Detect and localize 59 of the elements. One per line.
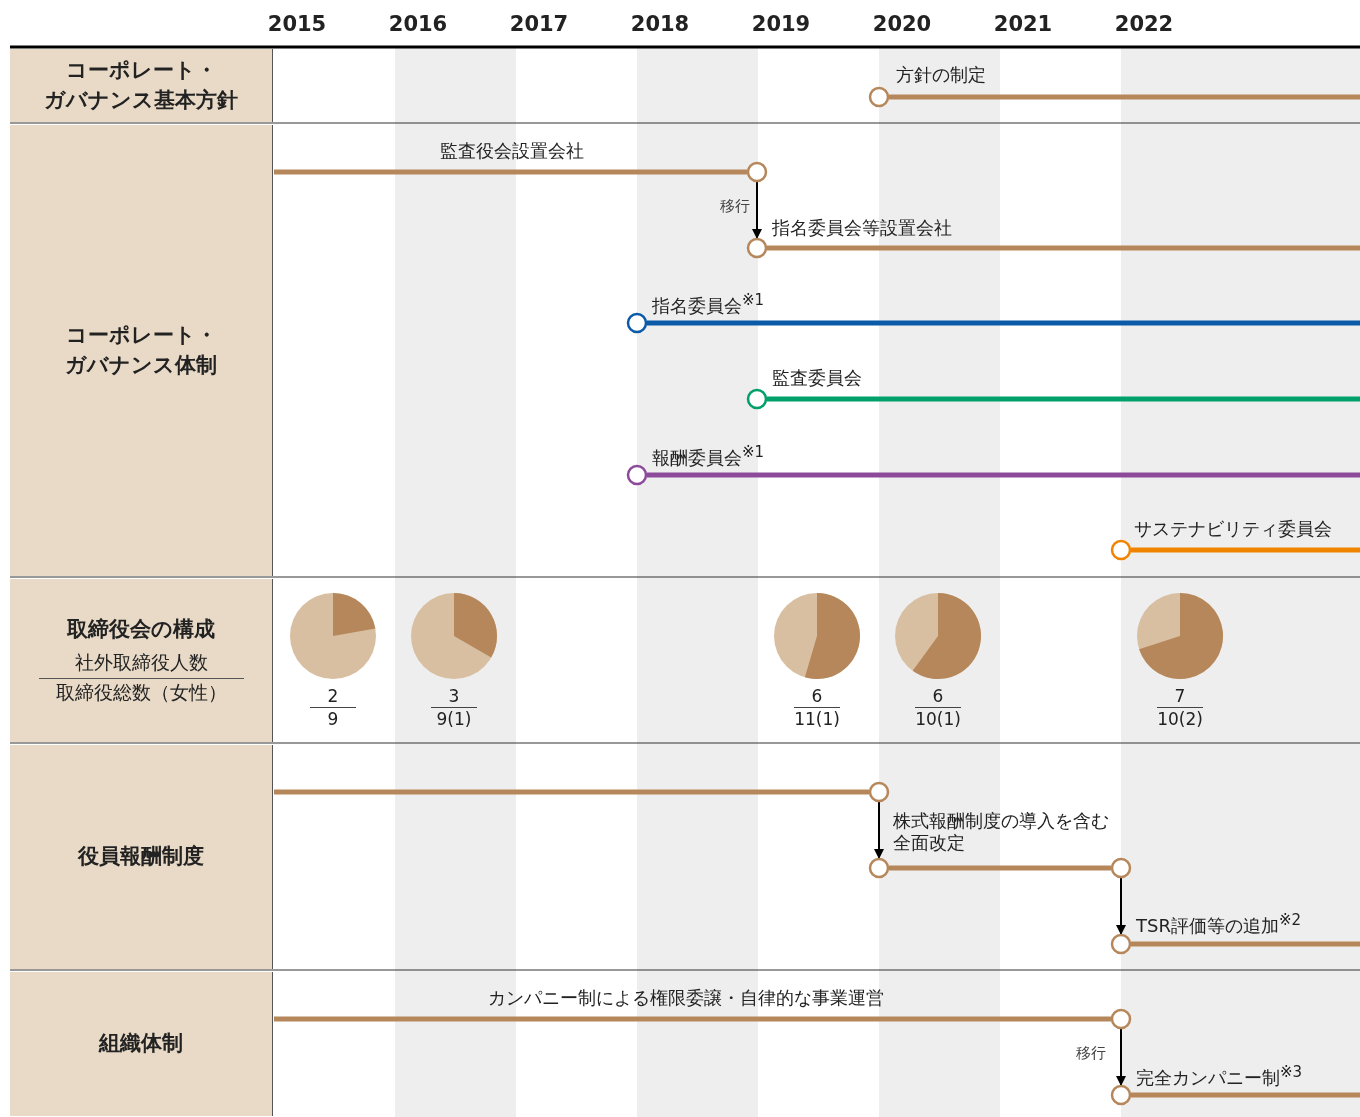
row-header xyxy=(10,125,273,576)
row-header xyxy=(10,579,273,742)
timeline-line xyxy=(274,169,747,175)
year-label: 2015 xyxy=(266,12,328,36)
arrow xyxy=(874,801,884,859)
timeline-line xyxy=(1131,547,1360,553)
edge-label: 移行 xyxy=(1076,1044,1106,1062)
timeline-line xyxy=(889,865,1111,871)
numerator: 6 xyxy=(794,685,840,708)
year-label: 2017 xyxy=(508,12,570,36)
numerator: 3 xyxy=(431,685,477,708)
edge-label: 移行 xyxy=(720,197,750,215)
year-label: 2019 xyxy=(750,12,812,36)
header-text: コーポレート・ガバナンス基本方針 xyxy=(43,57,239,114)
timeline-line xyxy=(767,396,1360,402)
edge-label: 完全カンパニー制$^{※3}$ xyxy=(1136,1063,1303,1089)
numerator: 2 xyxy=(310,685,356,708)
timeline-line xyxy=(889,94,1360,100)
arrow xyxy=(1116,877,1126,935)
numerator: 6 xyxy=(915,685,961,708)
timeline-line xyxy=(274,1016,1111,1022)
timeline-line xyxy=(274,789,869,795)
edge-label: 報酬委員会$^{※1}$ xyxy=(652,443,765,469)
denominator: 11(1) xyxy=(793,708,841,730)
row-header xyxy=(10,745,273,969)
year-label: 2018 xyxy=(629,12,691,36)
numerator: 7 xyxy=(1157,685,1203,708)
edge-label: 監査委員会 xyxy=(772,367,862,389)
edge-label: TSR評価等の追加$^{※2}$ xyxy=(1136,911,1302,937)
timeline-line xyxy=(767,245,1360,251)
denominator: 10(2) xyxy=(1156,708,1204,730)
timeline-line xyxy=(1131,941,1360,947)
header-text: 取締役会の構成 xyxy=(66,616,216,644)
edge-label: サステナビリティ委員会 xyxy=(1134,518,1332,540)
denominator: 9(1) xyxy=(435,708,473,730)
arrow xyxy=(1116,1028,1126,1086)
timeline-line xyxy=(1131,1092,1360,1098)
edge-label: 株式報酬制度の導入を含む全面改定 xyxy=(893,810,1110,854)
timeline-line xyxy=(647,472,1360,478)
edge-label: カンパニー制による権限委譲・自律的な事業運営 xyxy=(488,987,884,1009)
numerator-caption: 社外取締役人数 xyxy=(38,648,244,680)
year-label: 2022 xyxy=(1113,12,1175,36)
denominator: 9 xyxy=(326,708,340,730)
timeline-line xyxy=(647,320,1360,326)
header-text: コーポレート・ガバナンス体制 xyxy=(64,322,218,379)
edge-label: 指名委員会等設置会社 xyxy=(772,217,952,239)
year-label: 2016 xyxy=(387,12,449,36)
denominator: 10(1) xyxy=(914,708,962,730)
row-header xyxy=(10,49,273,122)
header-text: 役員報酬制度 xyxy=(76,843,205,871)
row-header xyxy=(10,972,273,1116)
edge-label: 監査役会設置会社 xyxy=(440,140,584,162)
arrow xyxy=(752,181,762,239)
edge-label: 方針の制定 xyxy=(896,64,986,86)
edge-label: 指名委員会$^{※1}$ xyxy=(652,291,765,317)
year-label: 2020 xyxy=(871,12,933,36)
header-text: 組織体制 xyxy=(97,1030,184,1058)
year-label: 2021 xyxy=(992,12,1054,36)
denominator-caption: 取締役総数（女性） xyxy=(54,680,228,706)
